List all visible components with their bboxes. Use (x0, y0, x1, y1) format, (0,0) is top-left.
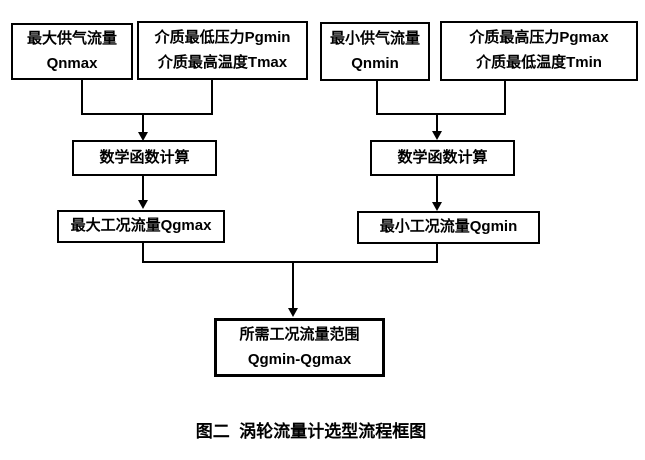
connector-to-range (292, 261, 294, 309)
connector-right-stub-1 (376, 81, 378, 115)
node-required-flow-range: 所需工况流量范围 Qgmin-Qgmax (214, 318, 385, 377)
connector-left-stub-2 (211, 80, 213, 115)
connector-qgmin-stub (436, 244, 438, 263)
node-label: 介质最低压力Pgmin 介质最高温度Tmax (154, 28, 291, 71)
node-medium-min-pressure-max-temp: 介质最低压力Pgmin 介质最高温度Tmax (137, 21, 308, 80)
arrow-down-icon (138, 200, 148, 209)
connector-left-merge-horizontal (81, 113, 213, 115)
node-min-working-flow: 最小工况流量Qgmin (357, 211, 540, 244)
node-label: 最小供气流量 Qnmin (329, 29, 420, 72)
connector-left-stub-1 (81, 80, 83, 115)
figure-caption: 图二 涡轮流量计选型流程框图 (195, 422, 427, 441)
arrow-down-icon (288, 308, 298, 317)
arrow-down-icon (138, 132, 148, 141)
node-label: 所需工况流量范围 Qgmin-Qgmax (239, 325, 360, 368)
node-label: 介质最高压力Pgmax 介质最低温度Tmin (469, 29, 609, 71)
node-min-supply-flow: 最小供气流量 Qnmin (320, 22, 430, 81)
node-medium-max-pressure-min-temp: 介质最高压力Pgmax 介质最低温度Tmin (440, 21, 638, 81)
connector-right-merge-horizontal (376, 113, 506, 115)
node-label: 数学函数计算 (397, 148, 488, 166)
node-math-calc-right: 数学函数计算 (370, 140, 515, 176)
connector-left-to-math (142, 113, 144, 133)
connector-qgmax-stub (142, 243, 144, 263)
connector-bottom-merge-horizontal (142, 261, 438, 263)
node-label: 最大工况流量Qgmax (70, 217, 212, 235)
node-label: 数学函数计算 (99, 148, 190, 166)
node-max-working-flow: 最大工况流量Qgmax (57, 210, 225, 243)
connector-math-to-qgmin (436, 176, 438, 203)
node-math-calc-left: 数学函数计算 (72, 140, 217, 176)
node-label: 最大供气流量 Qnmax (26, 29, 117, 72)
node-max-supply-flow: 最大供气流量 Qnmax (11, 23, 133, 80)
connector-math-to-qgmax (142, 176, 144, 201)
node-label: 最小工况流量Qgmin (379, 218, 518, 236)
arrow-down-icon (432, 131, 442, 140)
connector-right-to-math (436, 113, 438, 132)
connector-right-stub-2 (504, 81, 506, 115)
arrow-down-icon (432, 202, 442, 211)
